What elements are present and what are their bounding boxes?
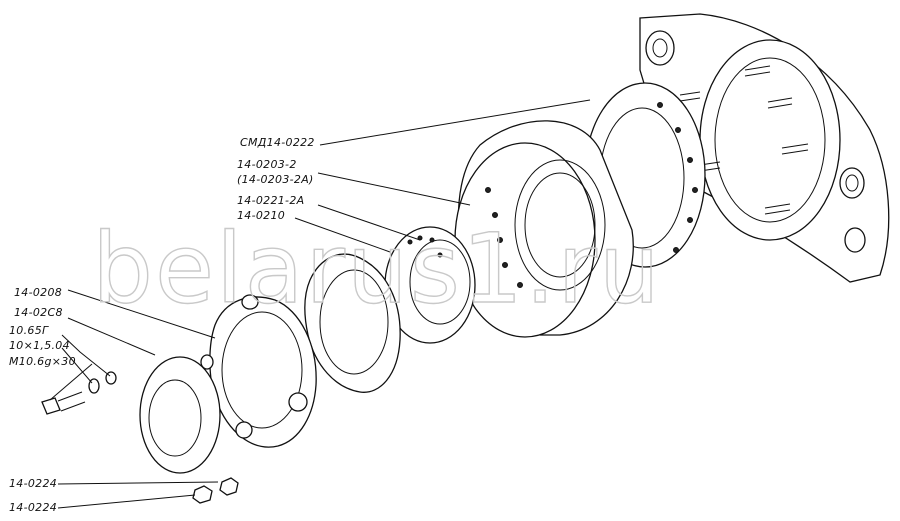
label-14-0203-2a: (14-0203-2А): [237, 173, 314, 186]
housing-flange: [639, 13, 890, 283]
label-14-0221-2a: 14-0221-2А: [237, 194, 304, 207]
label-smd14-0222: СМД14-0222: [240, 136, 315, 149]
bearing-housing-drum: [454, 120, 634, 338]
label-14-0210: 14-0210: [237, 209, 285, 222]
label-10x1-5-04: 10×1,5.04: [9, 339, 70, 352]
watermark: belarus1.ru: [92, 213, 662, 325]
label-14-0224-a: 14-0224: [9, 477, 57, 490]
label-14-0224-b: 14-0224: [9, 501, 57, 514]
studs: [679, 65, 809, 215]
part-labels: СМД14-0222 14-0203-2 (14-0203-2А) 14-022…: [9, 136, 315, 514]
label-14-0208-b: 14-02С8: [14, 306, 63, 319]
cover-flange: [200, 294, 317, 448]
label-14-0203-2: 14-0203-2: [237, 158, 297, 171]
label-14-0208: 14-0208: [14, 286, 62, 299]
leader-lines: [49, 99, 591, 509]
oil-seal: [139, 356, 221, 474]
label-10-65g: 10.65Г: [9, 324, 49, 337]
bolt-and-washers: [41, 371, 239, 504]
label-m10-6g-30: М10.6g×30: [9, 355, 76, 368]
